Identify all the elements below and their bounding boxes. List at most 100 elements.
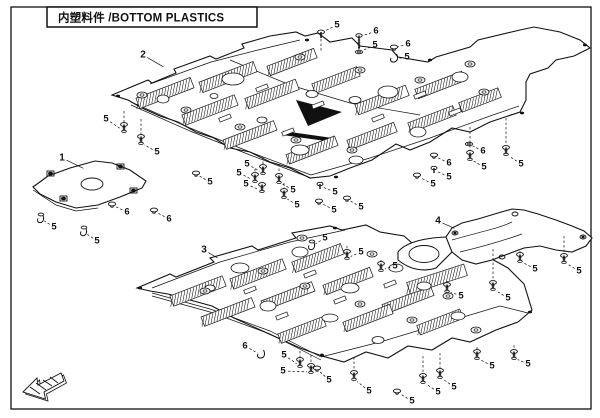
leader-line	[66, 159, 84, 169]
leader-line	[362, 32, 372, 36]
screw-boss	[136, 91, 148, 99]
fastener-screw-hang	[307, 355, 315, 374]
leader-line	[496, 290, 504, 296]
leader-line	[243, 174, 252, 180]
leader-line	[324, 26, 333, 32]
fastener-screw-sm	[430, 165, 438, 173]
panel-hole	[305, 90, 319, 98]
screw-boss-hole	[445, 294, 451, 298]
leader-line	[319, 371, 326, 377]
fastener-screw-hang	[120, 111, 128, 133]
panel-hole	[450, 311, 466, 321]
panel-vent-marking	[296, 100, 342, 126]
callout-label-5: 5	[430, 179, 436, 190]
leader-line	[147, 57, 164, 68]
part-ref-label-2: 2	[140, 50, 146, 61]
front-direction-arrow-icon	[22, 372, 67, 402]
rib-strip	[222, 120, 278, 150]
callout-label-5: 5	[372, 40, 378, 51]
callout-label-5: 5	[290, 185, 296, 196]
fastener-cap	[392, 388, 402, 395]
leader-line	[437, 157, 445, 162]
part-ref-label-1: 1	[59, 153, 65, 164]
page-title: 内塑料件 /BOTTOM PLASTICS	[58, 11, 224, 25]
fastener-screw-hang	[350, 357, 358, 381]
fastener-jscrew	[36, 212, 45, 224]
fastener-screw-hang	[443, 281, 451, 293]
fastener-screw-hang	[280, 183, 288, 199]
part-ref-label-3: 3	[201, 245, 207, 256]
leader-line	[356, 381, 366, 389]
callout-label-5: 5	[518, 159, 524, 170]
panel-slot	[413, 90, 427, 100]
callout-label-5: 5	[332, 187, 338, 198]
fastener-screw-hang	[251, 169, 259, 183]
screw-boss-hole	[369, 252, 375, 256]
callout-label-5: 5	[392, 261, 398, 272]
screw-boss-hole	[237, 125, 243, 129]
callout-label-5: 5	[331, 205, 337, 216]
callout-label-5: 5	[51, 222, 57, 233]
fastener-cap	[389, 44, 399, 51]
fastener-screw-hang	[510, 345, 518, 360]
screw-boss-hole	[297, 55, 303, 59]
fastener-cap	[191, 170, 201, 177]
panel-hole	[156, 94, 170, 104]
callout-label-5: 5	[280, 366, 286, 377]
leader-line	[443, 379, 451, 385]
rib-strip	[322, 266, 374, 296]
callout-label-5: 5	[358, 247, 364, 258]
leader-line	[450, 292, 457, 295]
leader-line	[384, 267, 391, 270]
callout-label-5: 5	[94, 236, 100, 247]
callout-label-5: 5	[458, 291, 464, 302]
rib-strip	[311, 66, 361, 94]
bolt-head	[304, 38, 310, 42]
screw-boss-hole	[202, 289, 208, 293]
rib-strip	[169, 275, 227, 307]
leader-line	[517, 359, 524, 363]
fastener-screw-hang	[296, 351, 304, 368]
callout-label-5: 5	[409, 396, 415, 407]
callout-label-5: 5	[366, 386, 372, 397]
rib-strip	[346, 121, 398, 151]
leader-line	[199, 175, 206, 180]
callout-label-5: 5	[103, 114, 109, 125]
callout-label-5: 5	[532, 264, 538, 275]
fastener-jscrew	[79, 225, 88, 237]
bolt-head	[319, 353, 325, 357]
screw-boss-hole	[299, 236, 305, 240]
bolt-head	[115, 94, 121, 98]
panel-hole	[451, 71, 469, 83]
leader-line	[362, 46, 371, 51]
leader-line	[350, 200, 357, 205]
leader-line	[509, 155, 518, 162]
leader-line	[420, 177, 429, 183]
rib-strip	[181, 94, 239, 126]
bolt-head	[519, 111, 525, 115]
leader-line	[287, 357, 297, 365]
panel-slot	[371, 113, 385, 123]
panel-hole	[416, 281, 432, 291]
callout-label-6: 6	[405, 39, 410, 50]
leader-line	[208, 252, 218, 259]
panel-slot	[218, 113, 232, 123]
callout-label-5: 5	[244, 159, 250, 170]
panel-hole	[321, 313, 339, 323]
fastener-screw-down	[317, 29, 325, 51]
screw-boss	[346, 146, 358, 154]
part-4-bracket	[397, 208, 593, 271]
bolt-head	[137, 286, 143, 290]
leader-line	[287, 198, 293, 203]
fastener-symbols	[36, 29, 568, 395]
panel-hole	[340, 282, 360, 294]
callout-label-5: 5	[154, 147, 160, 158]
fastener-cap	[429, 152, 439, 159]
screw-boss-hole	[467, 62, 473, 66]
panel-slot	[255, 83, 269, 93]
leader-line	[426, 383, 435, 390]
screw-boss	[180, 106, 192, 114]
screw-boss	[257, 267, 269, 275]
callout-label-6: 6	[242, 341, 247, 352]
fastener-screw-sm	[316, 181, 324, 189]
